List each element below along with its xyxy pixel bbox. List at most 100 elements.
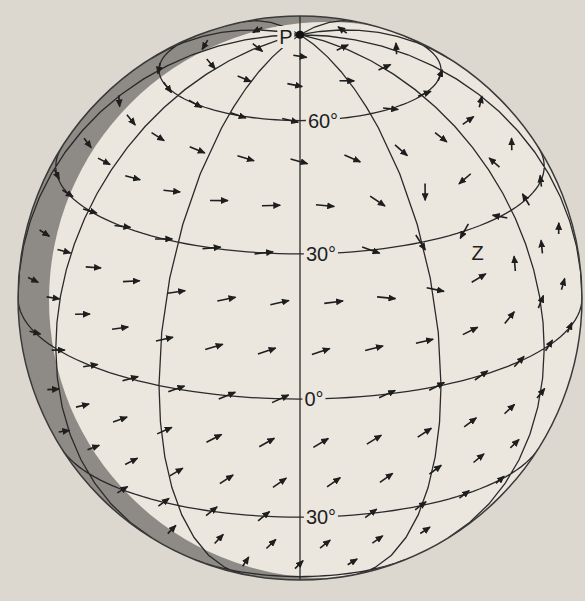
flow-arrow — [253, 44, 263, 52]
flow-arrow — [168, 525, 176, 533]
vector-field — [28, 27, 572, 569]
flow-arrow — [243, 557, 249, 566]
flow-arrow — [472, 274, 486, 282]
flow-arrow — [337, 45, 348, 50]
flow-arrow — [266, 539, 275, 548]
flow-arrow — [125, 176, 140, 180]
flow-arrow — [313, 439, 328, 448]
flow-arrow — [546, 340, 553, 351]
flow-arrow — [47, 297, 60, 299]
flow-arrow — [118, 95, 121, 106]
flow-arrow — [424, 183, 426, 200]
flow-arrow — [489, 158, 499, 167]
flow-arrow — [463, 117, 474, 125]
flow-arrow — [293, 55, 306, 57]
flow-arrow — [372, 536, 382, 543]
flow-arrow — [75, 313, 90, 315]
flow-arrow — [113, 417, 127, 422]
flow-arrow — [435, 133, 447, 142]
flow-arrow — [202, 247, 220, 249]
flow-arrow — [312, 349, 330, 355]
flow-arrow — [416, 235, 426, 250]
flow-arrow — [340, 80, 355, 82]
flow-arrow — [420, 527, 430, 533]
flow-arrow — [365, 509, 377, 518]
flow-arrow — [62, 190, 72, 197]
flow-arrow — [383, 108, 398, 110]
flow-arrow — [362, 247, 379, 253]
flow-arrow — [291, 159, 308, 164]
graticule — [18, 16, 582, 580]
flow-arrow — [202, 40, 208, 49]
flow-arrow — [429, 383, 444, 391]
flow-arrow — [123, 377, 139, 381]
flow-arrow — [258, 512, 269, 521]
flow-arrow — [558, 223, 560, 234]
flow-arrow — [514, 356, 524, 366]
flow-arrow — [168, 386, 184, 392]
flow-arrow — [158, 498, 169, 506]
flow-arrow — [537, 389, 545, 398]
flow-arrow — [463, 327, 478, 334]
pole-dot — [296, 31, 304, 39]
flow-arrow — [215, 534, 224, 543]
flow-arrow — [568, 323, 572, 333]
flow-arrow — [207, 59, 215, 69]
flow-arrow — [510, 439, 519, 447]
flow-arrow — [505, 312, 515, 324]
flow-arrow — [47, 388, 59, 390]
flow-arrow — [76, 404, 89, 407]
flow-arrow — [348, 559, 357, 565]
latitude-label: 60° — [306, 110, 340, 132]
flow-arrow — [258, 348, 276, 354]
flow-arrow — [523, 194, 530, 205]
vortex-label: Z — [469, 242, 485, 264]
flow-arrow — [164, 82, 172, 92]
flow-arrow — [320, 540, 330, 548]
flow-arrow — [205, 344, 223, 349]
flow-arrow — [112, 327, 128, 329]
flow-arrow — [541, 240, 542, 253]
flow-arrow — [207, 434, 222, 442]
flow-arrow — [254, 252, 273, 254]
flow-arrow — [84, 138, 91, 147]
flow-arrow — [324, 301, 343, 303]
flow-arrow — [98, 158, 110, 164]
flow-arrow — [117, 487, 127, 493]
flow-arrow — [127, 115, 135, 125]
flow-arrow — [511, 138, 513, 150]
flow-arrow — [253, 27, 262, 32]
flow-arrow — [54, 170, 59, 179]
flow-arrow — [83, 364, 98, 366]
flow-arrow — [474, 454, 484, 463]
lit-disc — [49, 22, 585, 578]
flow-arrow — [496, 476, 504, 483]
flow-arrow — [464, 418, 476, 427]
flow-arrow — [540, 175, 541, 186]
flow-arrow — [416, 339, 433, 343]
flow-arrow — [190, 147, 205, 153]
flow-arrow — [460, 224, 468, 238]
flow-arrow — [380, 473, 393, 482]
flow-arrow — [415, 502, 426, 510]
flow-arrow — [219, 392, 235, 399]
flow-arrow — [561, 279, 564, 290]
flow-arrow — [158, 63, 160, 74]
flow-arrow — [295, 561, 303, 569]
pole-label: P — [277, 26, 294, 48]
flow-arrow — [52, 349, 65, 351]
flow-arrow — [170, 468, 183, 476]
flow-arrow — [156, 337, 173, 341]
flow-arrow — [152, 133, 165, 141]
flow-arrow — [30, 331, 41, 334]
globe-outline — [18, 16, 582, 580]
flow-arrow — [59, 430, 70, 432]
flow-arrow — [365, 346, 383, 350]
flow-arrow — [493, 215, 508, 218]
flow-arrow — [367, 435, 381, 444]
flow-arrow — [377, 297, 395, 299]
flow-arrow — [220, 475, 233, 484]
flow-arrow — [163, 190, 180, 192]
